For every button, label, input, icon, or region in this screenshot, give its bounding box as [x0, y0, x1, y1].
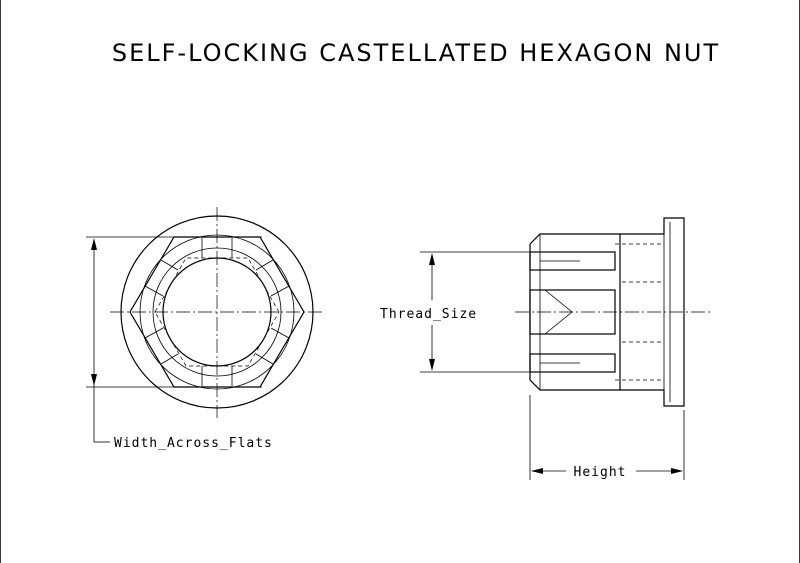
width-across-flats-label: Width_Across_Flats — [114, 436, 273, 451]
thread-arrow-bottom — [429, 359, 435, 371]
drawing-title: SELF-LOCKING CASTELLATED HEXAGON NUT — [112, 39, 720, 67]
inner-hex-hidden — [154, 257, 280, 367]
flange-outline — [620, 217, 685, 407]
slot-top — [529, 251, 616, 271]
front-view: Width_Across_Flats — [86, 207, 325, 451]
side-view: Thread_Size Height — [380, 217, 710, 480]
waf-arrow-top — [91, 238, 97, 250]
castellation-ring — [152, 247, 282, 377]
thread-size-label: Thread_Size — [380, 307, 477, 322]
height-label: Height — [574, 465, 627, 480]
castellation-slots — [144, 238, 290, 386]
slot-middle-taper — [544, 289, 573, 335]
chamfer-circle — [139, 234, 295, 390]
waf-arrow-bottom — [91, 374, 97, 386]
flange-outer-circle — [120, 215, 314, 409]
bore-circle — [162, 257, 272, 367]
slot-bottom — [529, 353, 616, 373]
height-arrow-right — [671, 468, 683, 474]
thread-arrow-top — [429, 253, 435, 265]
height-arrow-left — [531, 468, 543, 474]
slot-middle — [529, 289, 616, 335]
